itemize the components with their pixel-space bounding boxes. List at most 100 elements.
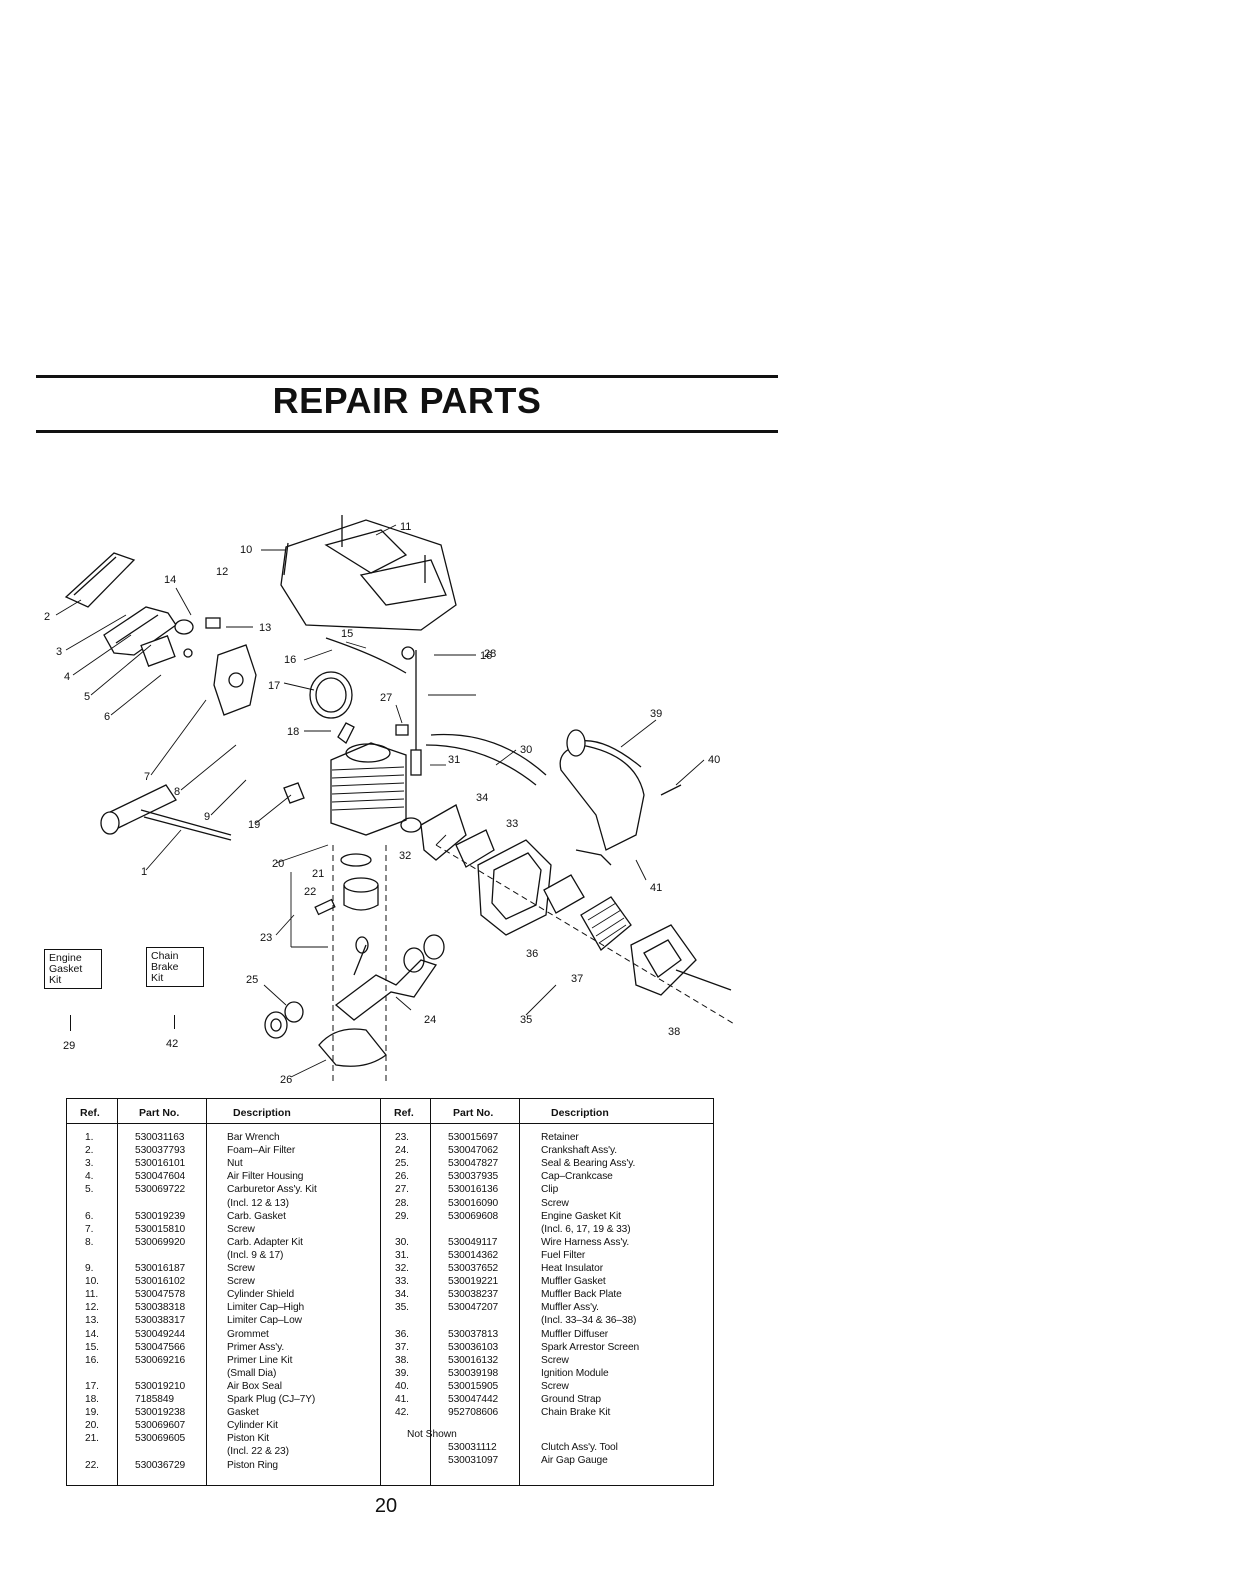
- row-part-no: 530031097: [448, 1455, 499, 1467]
- row-description: Spark Arrestor Screen: [541, 1341, 640, 1353]
- col-divider: [206, 1099, 207, 1485]
- row-ref: 19.: [85, 1407, 99, 1419]
- not-shown-label: Not Shown: [407, 1429, 457, 1440]
- row-description: (Incl. 6, 17, 19 & 33): [541, 1223, 631, 1235]
- row-description: Gasket: [227, 1407, 259, 1419]
- row-description: Cap–Crankcase: [541, 1171, 613, 1183]
- row-part-no: 530037652: [448, 1263, 499, 1274]
- callout-6: 6: [104, 711, 110, 723]
- row-ref: 7.: [85, 1223, 94, 1235]
- row-description: Crankshaft Ass'y.: [541, 1145, 617, 1157]
- row-description: Air Box Seal: [227, 1380, 282, 1392]
- row-part-no: 530069605: [135, 1433, 186, 1445]
- row-ref: 37.: [395, 1341, 409, 1353]
- row-description: Muffler Gasket: [541, 1276, 606, 1288]
- callout-7: 7: [144, 771, 150, 783]
- callout-32: 32: [399, 850, 411, 862]
- row-part-no: 530031163: [135, 1132, 185, 1143]
- callout-16: 16: [284, 654, 296, 666]
- row-ref: 16.: [85, 1354, 99, 1366]
- row-ref: 33.: [395, 1276, 409, 1288]
- row-description: (Incl. 22 & 23): [227, 1446, 289, 1458]
- row-description: Spark Plug (CJ–7Y): [227, 1394, 316, 1405]
- row-description: Carb. Gasket: [227, 1210, 286, 1222]
- row-part-no: 7185849: [135, 1394, 174, 1405]
- kit-ref-42: 42: [166, 1038, 179, 1050]
- row-part-no: 530015697: [448, 1132, 499, 1143]
- callout-36: 36: [526, 948, 538, 960]
- callout-5: 5: [84, 691, 90, 703]
- row-part-no: 530014362: [448, 1249, 499, 1261]
- row-description: Heat Insulator: [541, 1263, 604, 1274]
- row-part-no: 530019221: [448, 1276, 499, 1288]
- row-part-no: 530069722: [135, 1184, 186, 1196]
- row-description: Nut: [227, 1158, 243, 1170]
- row-ref: 21.: [85, 1433, 99, 1445]
- row-part-no: 530016102: [135, 1276, 186, 1288]
- callout-24: 24: [424, 1014, 436, 1026]
- row-part-no: 530036103: [448, 1341, 499, 1353]
- row-description: Limiter Cap–Low: [227, 1315, 302, 1327]
- row-part-no: 530047578: [135, 1289, 186, 1301]
- row-ref: 20.: [85, 1420, 99, 1432]
- row-part-no: 530016090: [448, 1197, 499, 1209]
- row-description: Fuel Filter: [541, 1249, 586, 1261]
- row-description: Cylinder Kit: [227, 1420, 278, 1432]
- row-description: Air Filter Housing: [227, 1171, 304, 1183]
- page-number: 20: [374, 1495, 398, 1517]
- callout-25: 25: [246, 974, 258, 986]
- row-ref: 32.: [395, 1263, 409, 1274]
- callout-21: 21: [312, 868, 324, 880]
- row-part-no: 530069920: [135, 1236, 186, 1248]
- callout-28: 28: [484, 648, 496, 660]
- row-description: Bar Wrench: [227, 1132, 280, 1143]
- header-part-no: Part No.: [453, 1107, 494, 1119]
- parts-table: Ref. Part No. Description Ref. Part No. …: [66, 1098, 714, 1486]
- row-description: Limiter Cap–High: [227, 1302, 305, 1314]
- row-description: Screw: [227, 1263, 255, 1274]
- row-ref: 40.: [395, 1380, 409, 1392]
- callout-8: 8: [174, 786, 180, 798]
- row-part-no: 530019239: [135, 1210, 186, 1222]
- row-part-no: 530047062: [448, 1145, 499, 1157]
- callout-19: 19: [248, 819, 260, 831]
- callout-16: 16: [480, 650, 492, 662]
- row-description: Air Gap Gauge: [541, 1455, 608, 1467]
- row-description: Cylinder Shield: [227, 1289, 295, 1301]
- row-part-no: 530016101: [135, 1158, 186, 1170]
- kit-leader: [70, 1015, 71, 1031]
- row-ref: 9.: [85, 1263, 94, 1274]
- row-part-no: 530049244: [135, 1328, 186, 1340]
- col-divider-middle: [380, 1099, 381, 1485]
- row-part-no: 530038318: [135, 1302, 186, 1314]
- callout-31: 31: [448, 754, 460, 766]
- row-ref: 8.: [85, 1236, 94, 1248]
- row-part-no: 530047604: [135, 1171, 186, 1183]
- row-ref: 24.: [395, 1145, 409, 1157]
- row-description: Engine Gasket Kit: [541, 1210, 621, 1222]
- kit-line: Kit: [151, 972, 164, 984]
- kit-leader: [174, 1015, 175, 1029]
- row-description: Seal & Bearing Ass'y.: [541, 1158, 636, 1170]
- row-ref: 5.: [85, 1184, 94, 1196]
- chain-brake-kit-box: Chain Brake Kit: [146, 947, 204, 987]
- col-divider: [519, 1099, 520, 1485]
- kit-line: Engine: [49, 952, 82, 964]
- row-ref: 39.: [395, 1367, 409, 1379]
- row-ref: 12.: [85, 1302, 99, 1314]
- row-ref: 18.: [85, 1394, 99, 1405]
- callout-14: 14: [164, 574, 176, 586]
- row-part-no: 530016187: [135, 1263, 186, 1274]
- row-ref: 1.: [85, 1132, 94, 1143]
- row-part-no: 530031112: [448, 1442, 497, 1453]
- row-ref: 23.: [395, 1132, 409, 1143]
- row-part-no: 530038317: [135, 1315, 186, 1327]
- row-ref: 10.: [85, 1276, 99, 1288]
- row-ref: 14.: [85, 1328, 99, 1340]
- callout-23: 23: [260, 932, 272, 944]
- kit-line: Gasket: [49, 963, 83, 975]
- row-ref: 15.: [85, 1341, 99, 1353]
- callout-4: 4: [64, 671, 70, 683]
- row-part-no: 530016136: [448, 1184, 499, 1196]
- row-ref: 30.: [395, 1236, 409, 1248]
